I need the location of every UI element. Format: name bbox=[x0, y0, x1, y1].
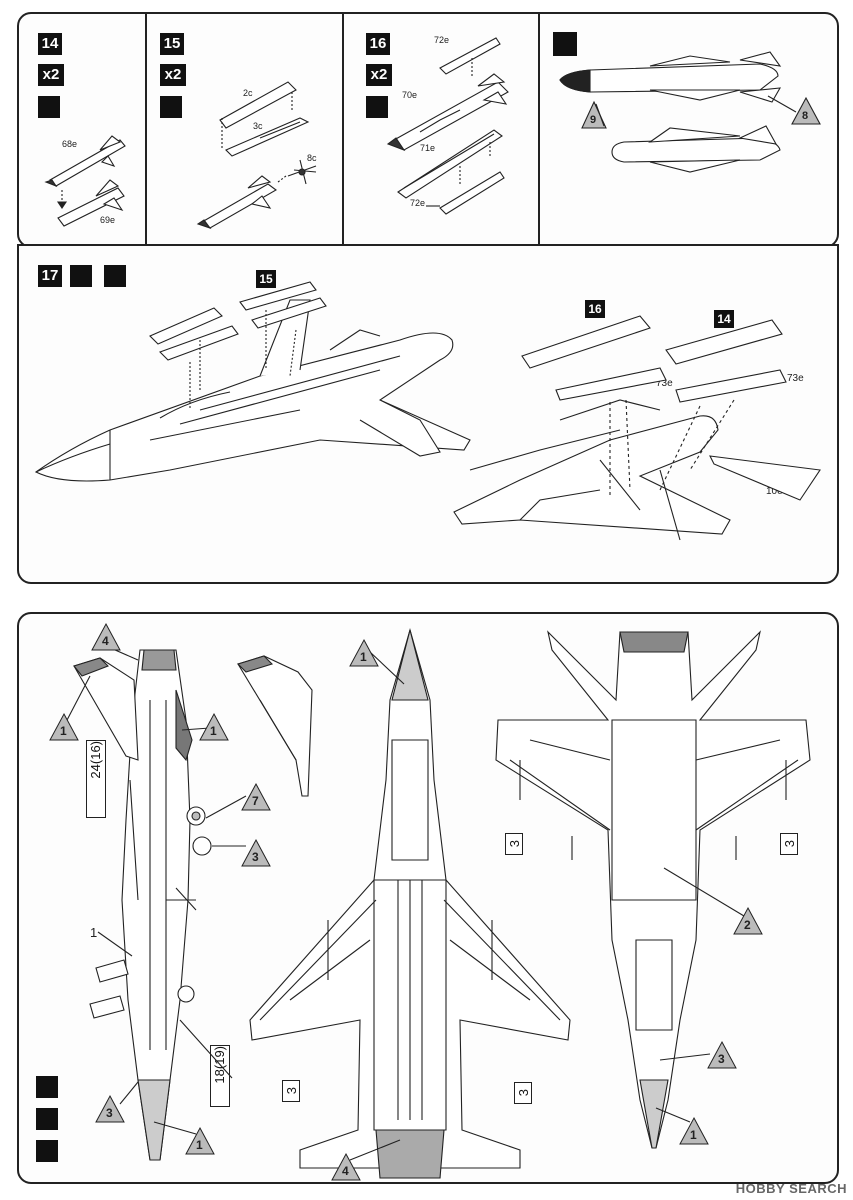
decal-number-8: 8 bbox=[802, 110, 809, 122]
part-label: 73e bbox=[656, 378, 673, 389]
top-view-box-3: 3 bbox=[514, 1082, 532, 1104]
callout-7: 7 bbox=[252, 794, 259, 808]
part-72e-bottom-illustration bbox=[426, 171, 505, 215]
decal-legend-icon bbox=[36, 1140, 58, 1162]
part-label: 2c bbox=[243, 88, 253, 98]
part-label: 3c bbox=[253, 121, 263, 131]
top-view-box-3: 3 bbox=[282, 1080, 300, 1102]
missile-69e-illustration bbox=[57, 179, 125, 227]
paint-legend-icon bbox=[36, 1076, 58, 1098]
step-16-number: 16 bbox=[366, 33, 390, 55]
callout-step-15: 15 bbox=[256, 270, 276, 288]
missile-68e-illustration bbox=[44, 135, 126, 188]
callout-2: 2 bbox=[744, 918, 751, 932]
callout-step-14: 14 bbox=[714, 310, 734, 328]
callout-1: 1 bbox=[360, 650, 367, 664]
step-16-quantity: x2 bbox=[366, 64, 392, 86]
callout-4: 4 bbox=[102, 634, 109, 648]
part-label: 72e bbox=[434, 35, 450, 45]
missile-bottom-decal-illustration bbox=[611, 125, 781, 173]
launcher-71e-illustration bbox=[397, 129, 503, 199]
bottom-view-aircraft bbox=[495, 630, 811, 1149]
decal-number-9: 9 bbox=[590, 114, 597, 126]
step-14-quantity: x2 bbox=[38, 64, 64, 86]
part-label: 72e bbox=[410, 198, 426, 208]
callout-4: 4 bbox=[342, 1164, 349, 1178]
aircraft-left-illustration bbox=[34, 299, 471, 482]
watermark: HOBBY SEARCH bbox=[735, 1181, 847, 1196]
paint-icon bbox=[104, 265, 126, 287]
pylon-2c-illustration bbox=[219, 81, 297, 150]
glue-icon bbox=[70, 265, 92, 287]
callout-3: 3 bbox=[106, 1106, 113, 1120]
fins-8c-illustration bbox=[287, 159, 317, 185]
bottom-view-box-3: 3 bbox=[780, 833, 798, 855]
step-15-number: 15 bbox=[160, 33, 184, 55]
decal-icon bbox=[553, 32, 577, 56]
side-view-box-24: 24(16) bbox=[86, 740, 106, 818]
decal-9-marker bbox=[581, 100, 607, 129]
glue-icon bbox=[366, 96, 388, 118]
part-72e-top-illustration bbox=[439, 37, 501, 76]
glue-icon bbox=[38, 96, 60, 118]
callout-step-16: 16 bbox=[585, 300, 605, 318]
part-label: 70e bbox=[402, 90, 418, 100]
callout-1: 1 bbox=[690, 1128, 697, 1142]
missile-r73-illustration bbox=[196, 175, 277, 230]
missiles-step16-14 bbox=[521, 315, 787, 496]
glue-legend-icon bbox=[36, 1108, 58, 1130]
part-label: 8c bbox=[307, 153, 317, 163]
arrow bbox=[56, 201, 68, 209]
missiles-step15-stack bbox=[149, 281, 327, 410]
part-label: 71e bbox=[420, 143, 436, 153]
part-label: 73e bbox=[787, 373, 804, 384]
top-view-aircraft bbox=[249, 627, 571, 1179]
rail-3c-illustration bbox=[225, 117, 310, 157]
aircraft-right-illustration bbox=[453, 399, 821, 541]
step-17-number: 17 bbox=[38, 265, 62, 287]
bottom-view-box-3: 3 bbox=[505, 833, 523, 855]
callouts bbox=[49, 622, 763, 1181]
decal-8-marker bbox=[767, 95, 821, 125]
missile-top-decal-illustration bbox=[559, 51, 782, 103]
missile-70e-illustration bbox=[386, 73, 509, 152]
callout-1: 1 bbox=[60, 724, 67, 738]
divider bbox=[145, 12, 147, 246]
step-14-number: 14 bbox=[38, 33, 62, 55]
step-15-quantity: x2 bbox=[160, 64, 186, 86]
guide-line bbox=[277, 175, 287, 183]
fin-detail-illustration bbox=[236, 655, 313, 797]
part-label: 69e bbox=[100, 215, 116, 225]
part-label: 68e bbox=[62, 139, 78, 149]
side-view-aircraft bbox=[73, 649, 212, 1161]
callout-3: 3 bbox=[718, 1052, 725, 1066]
callout-1: 1 bbox=[210, 724, 217, 738]
divider bbox=[342, 12, 344, 246]
callout-1: 1 bbox=[196, 1138, 203, 1152]
glue-icon bbox=[160, 96, 182, 118]
part-ref: 1 bbox=[90, 925, 98, 940]
divider bbox=[538, 12, 540, 246]
part-label: 10e bbox=[766, 486, 783, 497]
callout-3: 3 bbox=[252, 850, 259, 864]
